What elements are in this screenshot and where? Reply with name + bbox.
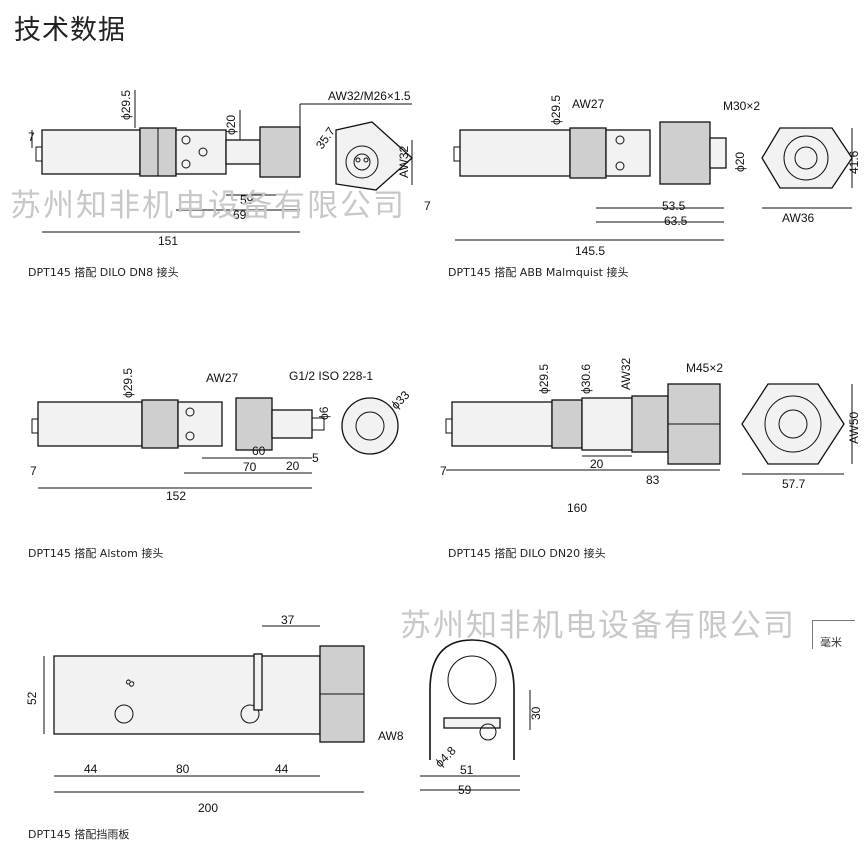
union-nut [605,129,651,177]
dim-52: 52 [25,691,39,705]
sensor-collar [551,399,583,449]
dim-200: 200 [198,801,218,815]
dim-dia-29-5: ϕ29.5 [549,95,563,125]
drawing-abb-malmquist: 7 ϕ29.5 AW27 M30×2 ϕ20 53.5 63.5 145.5 4… [424,95,861,258]
dim-aw27: AW27 [206,371,239,385]
dim-dia-20: ϕ20 [733,152,747,172]
adapter-body [581,397,633,451]
flange-end-view [341,397,399,455]
connector-side-view [335,121,413,191]
dim-160: 160 [567,501,587,515]
connector-nut [659,121,711,185]
watermark-bottom: 苏州知非机电设备有限公司 [400,608,796,644]
dim-41-6: 41.6 [847,150,861,174]
dim-height-7: 7 [28,130,35,144]
dim-height-7: 7 [30,464,37,478]
dim-dia-29-5: ϕ29.5 [119,90,133,120]
rain-shield-side-view [429,639,515,760]
rain-shield-plate [53,655,321,735]
dim-37: 37 [281,613,295,627]
sensor-collar [569,127,607,179]
drawing-dilo-dn8: 7 ϕ29.5 ϕ20 AW32/M26×1.5 AW32 35.7 59 69… [28,89,413,248]
caption-dilo-dn20: DPT145 搭配 DILO DN20 接头 [448,547,606,560]
dim-83: 83 [646,473,660,487]
dim-20: 20 [286,459,300,473]
dim-60: 60 [252,444,266,458]
drawing-dilo-dn20: 7 ϕ29.5 ϕ30.6 AW32 M45×2 20 83 160 AW50 … [440,357,861,515]
dim-145-5: 145.5 [575,244,605,258]
sensor-body [41,129,141,175]
dim-aw27: AW27 [572,97,605,111]
caption-rain-shield: DPT145 搭配挡雨板 [28,828,130,841]
sensor-end-cap [35,146,43,162]
dim-20: 20 [590,457,604,471]
dim-53-5: 53.5 [662,199,686,213]
dim-dia-29-5: ϕ29.5 [537,364,551,394]
hex-end-view [741,383,845,465]
hex-end-view [761,127,853,189]
dim-height-7: 7 [440,464,447,478]
dim-aw36: AW36 [782,211,815,225]
caption-alstom: DPT145 搭配 Alstom 接头 [28,547,164,560]
dim-80: 80 [176,762,190,776]
unit-box [812,620,855,649]
dim-height-7: 7 [424,199,431,213]
connector-nut [235,397,273,451]
dim-aw32: AW32 [397,145,411,178]
adapter-pipe [225,139,261,165]
dim-59: 59 [458,783,472,797]
dim-diag-35-7: 35.7 [313,124,338,151]
dim-151: 151 [158,234,178,248]
dim-aw50: AW50 [847,411,861,444]
connector-nut [259,126,301,178]
dim-44-right: 44 [275,762,289,776]
sensor-body [459,129,571,177]
union-nut [177,401,223,447]
sensor-collar [141,399,179,449]
dim-m30x2: M30×2 [723,99,760,113]
watermark-top: 苏州知非机电设备有限公司 [10,188,406,224]
dim-152: 152 [166,489,186,503]
sensor-body [451,401,553,447]
caption-abb: DPT145 搭配 ABB Malmquist 接头 [448,266,629,279]
dim-m45x2: M45×2 [686,361,723,375]
caption-dilo-dn8: DPT145 搭配 DILO DN8 接头 [28,266,179,279]
dim-30: 30 [529,706,543,720]
dim-dia-4-8: ϕ4.8 [432,743,459,770]
dim-aw32: AW32 [619,357,633,390]
dim-5: 5 [312,451,319,465]
dim-aw8: AW8 [378,729,404,743]
dim-dia-20: ϕ20 [224,115,238,135]
dim-69: 69 [233,208,247,222]
dim-59: 59 [240,193,254,207]
dim-dia-6: ϕ6 [317,406,331,420]
dim-g12: G1/2 ISO 228-1 [289,369,373,383]
dim-44-left: 44 [84,762,98,776]
drawing-alstom: 7 ϕ29.5 AW27 G1/2 ISO 228-1 ϕ6 ϕ33 60 20… [30,368,413,503]
dim-thread: AW32/M26×1.5 [328,89,411,103]
sensor-body [37,401,143,447]
unit-label: 毫米 [820,636,842,649]
dim-dia-29-5: ϕ29.5 [121,368,135,398]
dim-63-5: 63.5 [664,214,688,228]
dim-51: 51 [460,763,474,777]
dim-57-7: 57.7 [782,477,806,491]
dim-70: 70 [243,460,257,474]
dim-dia-30-6: ϕ30.6 [579,364,593,394]
page-title: 技术数据 [14,15,126,46]
